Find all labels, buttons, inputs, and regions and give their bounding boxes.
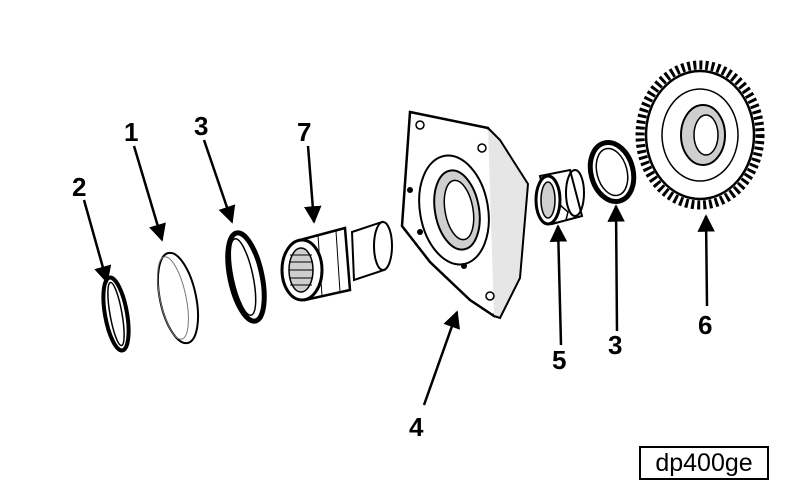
arrow-callout-3-right (607, 204, 625, 332)
part-bushing (534, 168, 585, 226)
callout-1: 1 (124, 117, 138, 147)
arrow-callout-7 (304, 145, 322, 224)
figure-code-label: dp400ge (639, 446, 769, 480)
part-gear (635, 60, 765, 210)
callout-7: 7 (297, 117, 311, 147)
arrow-callout-4 (422, 310, 460, 406)
part-washer (156, 251, 200, 345)
callout-2: 2 (72, 172, 86, 202)
arrow-callout-1 (132, 145, 166, 242)
arrow-callout-2 (82, 199, 112, 284)
arrow-callout-5 (549, 224, 568, 346)
callout-3-right: 3 (608, 330, 622, 360)
part-housing (400, 110, 530, 320)
arrow-callout-6 (697, 214, 715, 307)
arrow-callout-3-left (202, 139, 236, 224)
callout-5: 5 (552, 345, 566, 375)
part-snap-ring (101, 275, 131, 353)
part-shaft (280, 220, 393, 302)
callout-4: 4 (409, 412, 424, 442)
part-thrust-washer-left (225, 230, 267, 324)
callout-3-left: 3 (194, 111, 208, 141)
part-thrust-washer-right (587, 140, 637, 204)
callout-6: 6 (698, 310, 712, 340)
leader-arrows (82, 139, 715, 406)
